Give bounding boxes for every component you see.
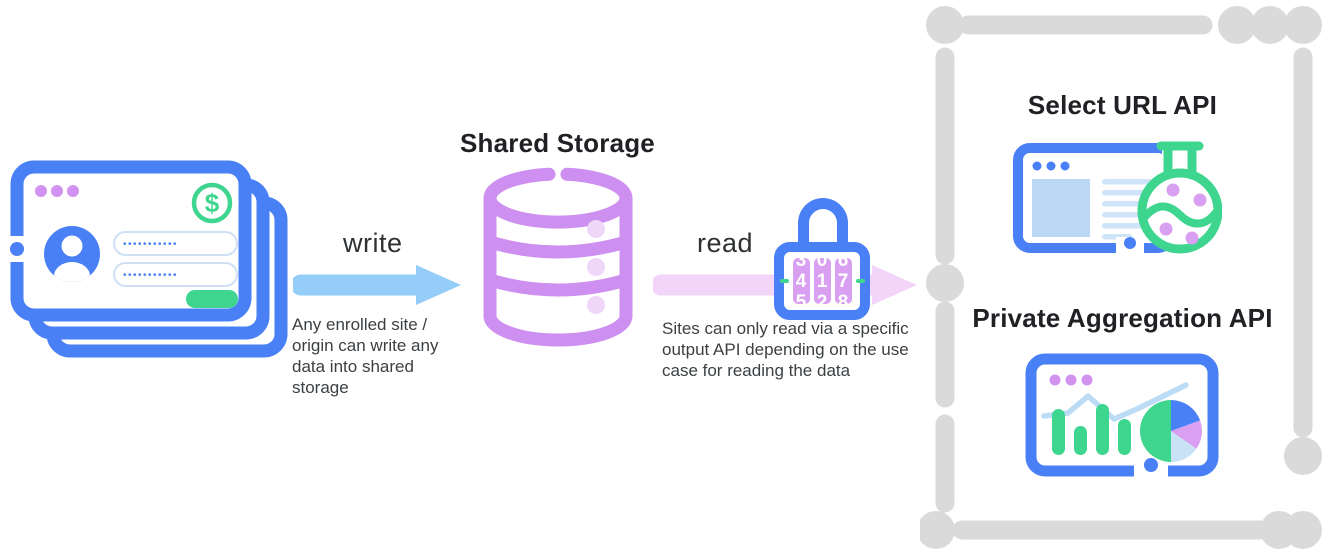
dashboard-controls-dots — [1049, 374, 1093, 386]
wheel-digit: 4 — [795, 270, 807, 292]
password-field[interactable] — [113, 231, 238, 256]
read-label: read — [697, 228, 754, 258]
wheel-digit-below: 8 — [837, 291, 849, 305]
password-field[interactable] — [113, 262, 238, 287]
select-url-api-icon — [1013, 141, 1222, 255]
select-url-api-title: Select URL API — [1027, 90, 1218, 120]
content-block — [1032, 179, 1090, 237]
database-bottom-arc — [483, 309, 633, 347]
database-indicator-dots — [587, 220, 605, 314]
database-icon — [483, 167, 633, 347]
write-label: write — [343, 228, 403, 258]
window-controls-dots — [35, 185, 79, 197]
read-caption: Sites can only read via a specific outpu… — [662, 319, 909, 381]
dashed-container-border — [920, 6, 1322, 549]
flask-liquid-wave — [1139, 202, 1221, 228]
wheel-digit-below: 5 — [795, 291, 807, 305]
pie-chart — [1140, 400, 1202, 462]
lock-body: 3 4 5 0 1 2 6 7 8 — [774, 242, 870, 320]
dashboard-edge-dot — [1144, 458, 1158, 472]
dial-dash-right — [855, 279, 865, 283]
wheel-digit: 7 — [837, 270, 849, 292]
flask-bubbles — [1159, 183, 1207, 245]
wheel-digit-above: 0 — [816, 258, 828, 271]
lock-wheel: 6 7 8 — [834, 258, 852, 305]
password-dots: ••••••••••• — [123, 239, 178, 250]
avatar — [44, 226, 100, 282]
browser-edge-dot — [1124, 237, 1136, 249]
combination-lock-icon: 3 4 5 0 1 2 6 7 8 — [774, 198, 870, 322]
database-band — [483, 235, 633, 259]
write-arrow-icon — [293, 265, 461, 305]
wheel-digit-above: 3 — [795, 258, 807, 271]
window-edge-dot — [10, 242, 24, 256]
write-caption: Any enrolled site / origin can write any… — [292, 315, 439, 398]
wheel-digit-above: 6 — [837, 258, 849, 271]
dial-dash-left — [779, 279, 789, 283]
dollar-icon: $ — [191, 182, 233, 224]
password-dots: ••••••••••• — [123, 270, 178, 281]
database-top-ellipse — [483, 167, 633, 229]
wheel-digit-below: 2 — [816, 291, 828, 305]
wheel-digit: 1 — [816, 270, 828, 292]
content-lines — [1102, 179, 1152, 240]
dollar-symbol: $ — [205, 188, 220, 218]
private-aggregation-api-title: Private Aggregation API — [972, 303, 1273, 333]
browser-controls-dots — [1032, 161, 1070, 171]
shared-storage-title: Shared Storage — [460, 128, 655, 158]
flask-icon — [1137, 141, 1222, 254]
password-fields: ••••••••••• ••••••••••• — [113, 231, 238, 287]
bar-chart — [1052, 404, 1131, 455]
private-aggregation-api-icon — [1025, 353, 1219, 478]
lock-wheel: 0 1 2 — [813, 258, 831, 305]
submit-button[interactable] — [186, 290, 238, 308]
lock-wheel: 3 4 5 — [792, 258, 810, 305]
lock-shackle — [798, 198, 848, 248]
database-band — [483, 273, 633, 297]
browser-stack-icon: $ ••••••••••• ••••••••••• — [10, 160, 288, 358]
